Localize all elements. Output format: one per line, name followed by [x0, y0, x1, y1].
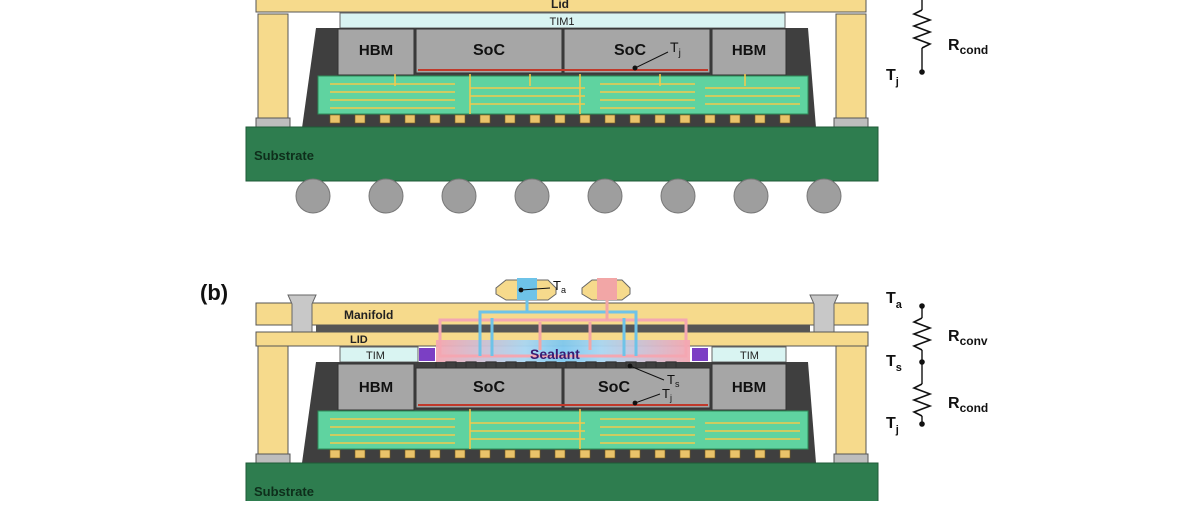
soc-right-die-b — [563, 367, 711, 409]
ts-label: Ts — [667, 372, 680, 389]
tim1-label: TIM1 — [549, 16, 574, 28]
coolant-outlet-pipes — [538, 300, 609, 350]
ta-leader — [520, 287, 551, 291]
lid-plate — [255, 0, 867, 13]
soc-right-label-b: SoC — [598, 379, 630, 396]
thermal-circuit-b: Ta Rconv Ts Rcond Tj — [886, 290, 988, 436]
ta-node-label-b: Ta — [886, 290, 903, 311]
c4-bumps — [329, 114, 791, 124]
panel-b-label: (b) — [200, 280, 228, 305]
hbm-right-die-b — [711, 363, 787, 411]
c4-bumps-b — [329, 449, 791, 459]
hbm-right-label: HBM — [732, 42, 766, 59]
lid-foot-right-b — [833, 453, 869, 464]
tj-node-label-a: Tj — [886, 67, 899, 88]
thermal-circuit-a: Rcond Tj — [886, 0, 988, 88]
resistor-cond-a — [911, 9, 933, 49]
lid-leg-left — [257, 13, 289, 127]
solder-balls — [295, 178, 842, 214]
sealant-pad-left — [419, 348, 435, 361]
ta-label: Ta — [553, 278, 566, 295]
outlet-port — [597, 278, 617, 300]
rcond-label-a: Rcond — [948, 37, 988, 57]
hbm-left-die — [337, 28, 415, 76]
lid-label-b: LID — [350, 334, 368, 346]
soc-left-die — [415, 28, 563, 74]
interposer-traces — [330, 74, 800, 114]
interposer-traces-b — [330, 409, 800, 449]
tj-node-label-b: Tj — [886, 415, 899, 436]
ts-node-label-b: Ts — [886, 353, 902, 374]
node-tj-a — [919, 69, 925, 75]
sealant-pad-right — [692, 348, 708, 361]
soc-left-label-b: SoC — [473, 379, 505, 396]
manifold-gap — [316, 325, 810, 333]
lid-foot-left-b — [255, 453, 291, 464]
tj-leader-b — [634, 393, 661, 404]
tj-label: Tj — [670, 39, 681, 59]
ts-leader — [629, 365, 665, 381]
rconv-label-b: Rconv — [948, 328, 988, 348]
soc-right-die — [563, 28, 711, 74]
substrate — [245, 126, 879, 182]
lid-foot-right — [833, 117, 869, 128]
node-tj-b — [919, 421, 925, 427]
resistor-conv-b — [911, 317, 933, 351]
hbm-right-label-b: HBM — [732, 379, 766, 396]
hbm-left-label-b: HBM — [359, 379, 393, 396]
tj-leader — [634, 51, 669, 69]
inlet-port — [517, 278, 537, 300]
sealant-label: Sealant — [530, 346, 580, 362]
hbm-left-die-b — [337, 363, 415, 411]
coolant-inlet-pipes — [478, 300, 638, 356]
lid-leg-right-b — [835, 345, 867, 459]
panel-a: Lid TIM1 HBM SoC SoC HBM Tj — [245, 0, 988, 214]
tim-right-label-b: TIM — [740, 350, 759, 362]
soc-left-label: SoC — [473, 42, 505, 59]
substrate-label: Substrate — [254, 148, 314, 163]
manifold-label: Manifold — [344, 308, 393, 322]
lid-leg-right — [835, 13, 867, 127]
tj-label-b: Tj — [662, 386, 672, 403]
lid-leg-left-b — [257, 345, 289, 459]
resistor-cond-b — [911, 383, 933, 417]
manifold-channel-frame — [438, 318, 688, 358]
substrate-label-b: Substrate — [254, 484, 314, 499]
lid-label: Lid — [551, 0, 569, 11]
hbm-left-label: HBM — [359, 42, 393, 59]
panel-b: (b) Ta Manifold LID TIM TIM — [200, 278, 988, 504]
soc-left-die-b — [415, 367, 563, 409]
soc-right-label: SoC — [614, 42, 646, 59]
hbm-right-die — [711, 28, 787, 76]
tim-left-label-b: TIM — [366, 350, 385, 362]
rcond-label-b: Rcond — [948, 395, 988, 415]
substrate-b — [245, 462, 879, 504]
lid-foot-left — [255, 117, 291, 128]
